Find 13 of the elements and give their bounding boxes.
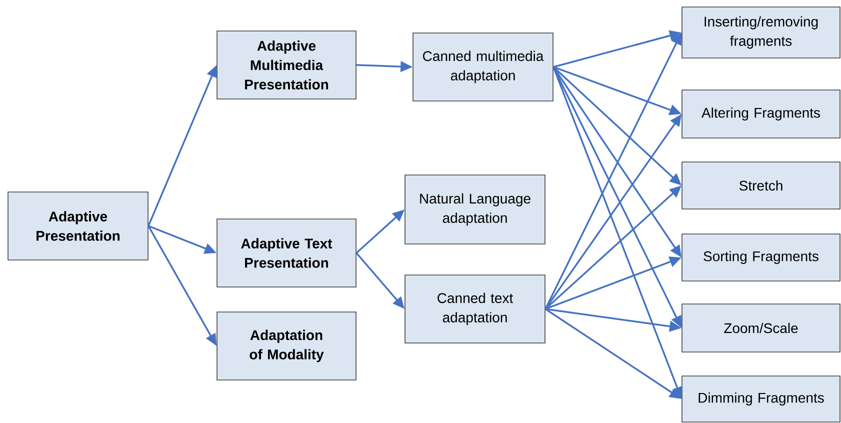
process-box: Inserting/removing fragments <box>682 6 840 58</box>
process-box: Stretch <box>682 162 840 210</box>
process-box: Adaptive Text Presentation <box>216 218 356 288</box>
process-box: Adaptive Multimedia Presentation <box>216 30 356 100</box>
process-box: Canned text adaptation <box>404 274 546 344</box>
process-box: Altering Fragments <box>682 90 840 138</box>
process-box: Dimming Fragments <box>682 376 840 422</box>
process-box: Natural Language adaptation <box>404 174 546 244</box>
process-box: Sorting Fragments <box>682 234 840 282</box>
process-box: Adaptation of Modality <box>216 312 356 380</box>
process-box: Canned multimedia adaptation <box>412 32 554 102</box>
process-box: Zoom/Scale <box>682 304 840 352</box>
process-box: Adaptive Presentation <box>8 192 148 260</box>
